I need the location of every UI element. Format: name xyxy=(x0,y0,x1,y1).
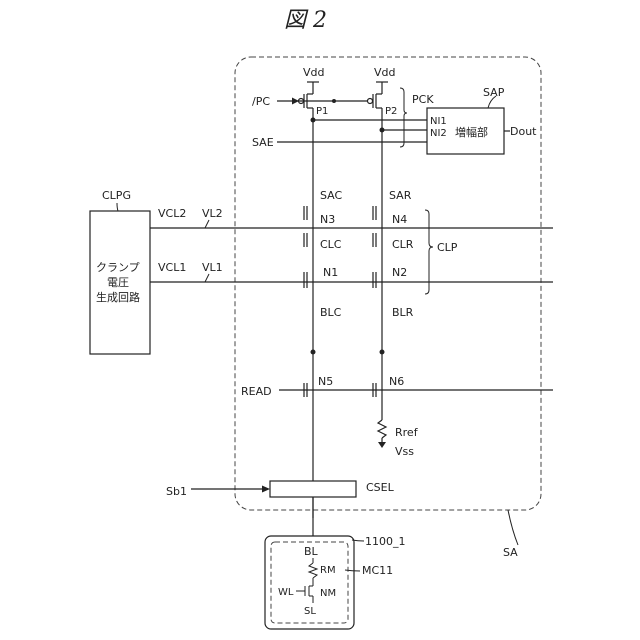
sb1-signal-label: Sb1 xyxy=(166,485,187,498)
clc-transistor xyxy=(304,233,307,247)
pc-arrow-icon xyxy=(292,98,299,105)
sa-label: SA xyxy=(503,546,518,559)
clamp-generator-line1: クランプ xyxy=(96,261,140,274)
n1-transistor xyxy=(304,272,307,288)
clr-transistor xyxy=(373,233,376,247)
cell-tag-label: MC11 xyxy=(362,564,393,577)
vdd-right-symbol xyxy=(376,82,388,94)
n4-node-label: N4 xyxy=(392,213,407,226)
sa-label-leader xyxy=(508,510,518,545)
p1-node-label: P1 xyxy=(316,106,328,117)
blc-transistor-label: BLC xyxy=(320,306,342,319)
rref-label: Rref xyxy=(395,426,419,439)
amplifier-label: 増幅部 xyxy=(455,125,488,139)
vss-ground-icon xyxy=(378,442,386,448)
sap-label: SAP xyxy=(483,86,505,99)
vdd-left-label: Vdd xyxy=(303,66,325,79)
sae-signal-label: SAE xyxy=(252,136,274,149)
ni2-node-label: NI2 xyxy=(430,128,447,139)
pc-signal-label: /PC xyxy=(252,95,270,108)
n1-node-label: N1 xyxy=(323,266,338,279)
vl2-label: VL2 xyxy=(202,207,223,220)
sb1-arrow-icon xyxy=(262,486,270,493)
clamp-generator-line3: 生成回路 xyxy=(96,290,140,304)
figure-title: 図 2 xyxy=(284,8,327,33)
n5-node-label: N5 xyxy=(318,375,333,388)
n2-node-label: N2 xyxy=(392,266,407,279)
clp-label: CLP xyxy=(437,241,458,254)
n6-node-label: N6 xyxy=(389,375,404,388)
sar-transistor xyxy=(373,206,376,220)
pck-label: PCK xyxy=(412,93,434,106)
vl1-label: VL1 xyxy=(202,261,223,274)
pmos-p2-transistor xyxy=(368,94,383,108)
rref-resistor-icon xyxy=(378,420,386,438)
vdd-right-label: Vdd xyxy=(374,66,396,79)
rm-label: RM xyxy=(320,565,336,576)
p2-node-label: P2 xyxy=(385,106,397,117)
csel-selector-block xyxy=(270,481,356,497)
dout-label: Dout xyxy=(510,125,537,138)
clpg-tag-label: CLPG xyxy=(102,189,131,202)
clr-transistor-label: CLR xyxy=(392,238,414,251)
array-tag-label: 1100_1 xyxy=(365,535,406,548)
ni1-node-label: NI1 xyxy=(430,116,447,127)
n3-node-label: N3 xyxy=(320,213,335,226)
wl-label: WL xyxy=(278,587,294,598)
vdd-left-symbol xyxy=(307,82,319,94)
csel-label: CSEL xyxy=(366,481,395,494)
nm-label: NM xyxy=(320,588,336,599)
sar-transistor-label: SAR xyxy=(389,189,412,202)
bl-label: BL xyxy=(304,545,319,558)
sac-transistor xyxy=(304,206,307,220)
pck-bracket xyxy=(400,88,407,147)
clamp-generator-line2: 電圧 xyxy=(107,276,129,289)
read-signal-label: READ xyxy=(241,385,272,398)
sl-label: SL xyxy=(304,606,316,617)
clpg-label-leader xyxy=(117,203,118,211)
vcl2-label: VCL2 xyxy=(158,207,186,220)
sac-transistor-label: SAC xyxy=(320,189,343,202)
clc-transistor-label: CLC xyxy=(320,238,342,251)
vcl1-label: VCL1 xyxy=(158,261,186,274)
blr-transistor-label: BLR xyxy=(392,306,414,319)
n2-transistor xyxy=(373,272,376,288)
vss-label: Vss xyxy=(395,445,414,458)
